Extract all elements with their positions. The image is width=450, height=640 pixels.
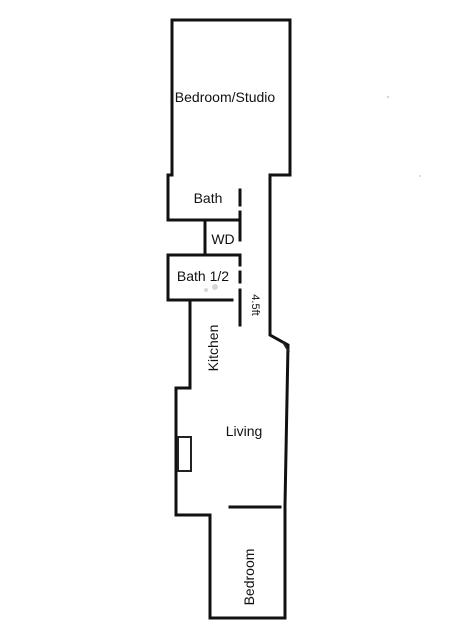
- bedroom-studio-label: Bedroom/Studio: [175, 89, 276, 105]
- interior-walls: [166, 188, 290, 509]
- living-label: Living: [226, 423, 263, 439]
- half-bath-label: Bath 1/2: [177, 268, 229, 284]
- door-swing-tick: [282, 341, 290, 353]
- fireplace: [177, 436, 192, 472]
- bedroom-label: Bedroom: [241, 549, 257, 606]
- outer-walls: [166, 18, 292, 620]
- top-right-wall: [166, 18, 292, 620]
- kitchen-label: Kitchen: [205, 325, 221, 372]
- scan-specks: [204, 95, 421, 292]
- hall-width-dimension: 4.5ft: [249, 294, 261, 315]
- half-bath-top-wall: [203, 253, 242, 267]
- wd-label: WD: [211, 231, 234, 247]
- bath-label: Bath: [194, 190, 223, 206]
